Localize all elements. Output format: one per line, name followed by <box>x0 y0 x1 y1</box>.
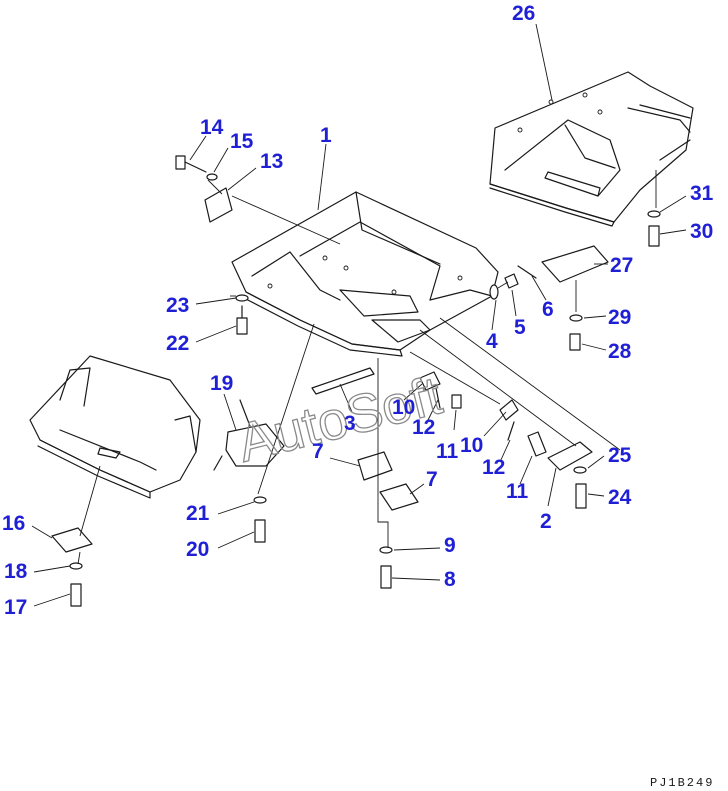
callout-16: 16 <box>2 512 25 535</box>
callout-10b: 10 <box>460 434 483 457</box>
washer-15 <box>206 173 218 181</box>
callout-25: 25 <box>608 444 632 467</box>
callout-11b: 11 <box>506 480 529 503</box>
plate-7b <box>379 483 419 511</box>
callout-8: 8 <box>444 568 456 591</box>
washer-18 <box>69 562 83 570</box>
callout-6: 6 <box>542 298 554 321</box>
plate-7a <box>357 451 393 481</box>
clamp-10a <box>419 371 441 391</box>
callout-1: 1 <box>320 124 332 147</box>
bolt-20 <box>254 519 266 543</box>
bolt-8 <box>380 565 392 589</box>
callout-10a: 10 <box>392 396 415 419</box>
callout-3: 3 <box>344 412 356 435</box>
washer-25 <box>573 466 587 474</box>
stand-19 <box>213 399 285 471</box>
callout-17: 17 <box>4 596 27 619</box>
plate-27 <box>541 245 609 283</box>
bolt-14 <box>175 155 207 173</box>
callout-31: 31 <box>690 182 714 205</box>
assembly-lines <box>77 170 657 565</box>
callout-24: 24 <box>608 486 632 509</box>
cover-plate-13 <box>204 187 233 223</box>
bolt-22 <box>236 305 248 335</box>
callout-18: 18 <box>4 560 28 583</box>
callout-12b: 12 <box>482 456 505 479</box>
callout-29: 29 <box>608 306 631 329</box>
callout-labels: 26 1 14 15 13 31 30 27 23 29 5 6 4 22 28… <box>2 2 714 619</box>
left-frame <box>29 355 201 499</box>
washer-29 <box>569 314 583 322</box>
washer-23 <box>235 294 249 302</box>
washer-21 <box>253 496 267 504</box>
floor-frame-1 <box>231 191 499 357</box>
callout-5: 5 <box>514 316 526 339</box>
bolt-11b <box>527 431 547 457</box>
plate-16 <box>51 527 93 553</box>
callout-26: 26 <box>512 2 535 25</box>
washer-9 <box>379 546 393 554</box>
bolt-12a <box>435 387 441 409</box>
callout-28: 28 <box>608 340 632 363</box>
callout-30: 30 <box>690 220 713 243</box>
callout-11a: 11 <box>436 440 459 463</box>
callout-13: 13 <box>260 150 283 173</box>
callout-23: 23 <box>166 294 189 317</box>
pin-6 <box>517 265 537 279</box>
cover-26 <box>489 71 694 227</box>
callout-22: 22 <box>166 332 189 355</box>
bolt-17 <box>70 583 82 607</box>
washer-4 <box>489 284 499 300</box>
callout-19: 19 <box>210 372 233 395</box>
bolt-30 <box>648 225 660 247</box>
drawing-code: PJ1B249 <box>650 776 714 790</box>
bolt-12b <box>507 421 515 441</box>
callout-21: 21 <box>186 502 210 525</box>
bolt-11a <box>451 394 462 409</box>
bolt-24 <box>575 483 587 509</box>
bolt-28 <box>569 333 581 351</box>
callout-9: 9 <box>444 534 456 557</box>
callout-2: 2 <box>540 510 552 533</box>
callout-4: 4 <box>486 330 498 353</box>
callout-20: 20 <box>186 538 209 561</box>
callout-14: 14 <box>200 116 224 139</box>
bracket-2 <box>547 441 593 471</box>
nut-5 <box>504 273 519 289</box>
washer-31 <box>647 210 661 218</box>
callout-7b: 7 <box>426 468 438 491</box>
callout-15: 15 <box>230 130 254 153</box>
callout-27: 27 <box>610 254 633 277</box>
clamp-10b <box>499 399 519 421</box>
callout-12a: 12 <box>412 416 435 439</box>
shaft-3 <box>311 367 375 395</box>
callout-7a: 7 <box>312 440 324 463</box>
callout-leaders <box>31 23 687 607</box>
